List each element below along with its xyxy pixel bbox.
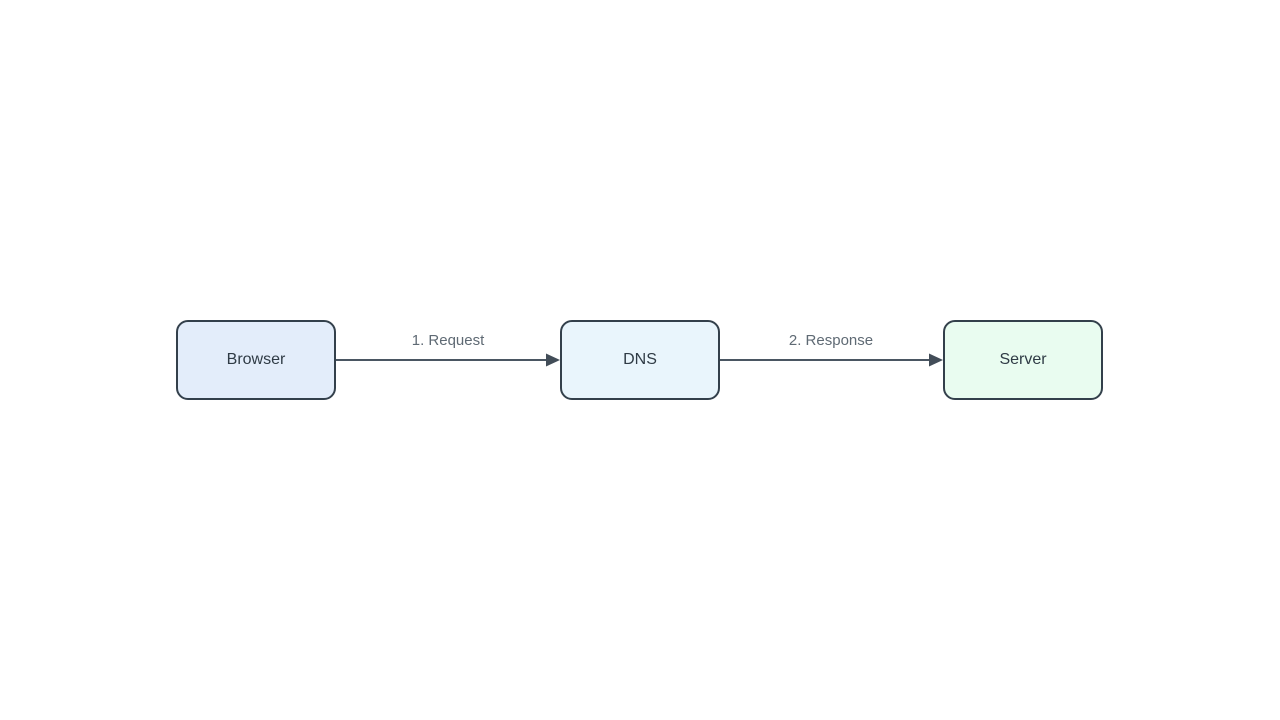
node-server: Server — [943, 320, 1103, 400]
edge-dns-to-server — [720, 353, 943, 367]
arrowhead-icon — [546, 353, 560, 367]
node-browser-label: Browser — [226, 351, 286, 368]
edge-label-response: 2. Response — [788, 332, 874, 349]
arrowhead-icon — [929, 353, 943, 367]
node-dns: DNS — [560, 320, 720, 400]
node-dns-label: DNS — [623, 351, 657, 368]
edge-label-request: 1. Request — [411, 332, 485, 349]
node-browser: Browser — [176, 320, 336, 400]
node-server-label: Server — [999, 351, 1047, 368]
edge-browser-to-dns — [336, 353, 560, 367]
